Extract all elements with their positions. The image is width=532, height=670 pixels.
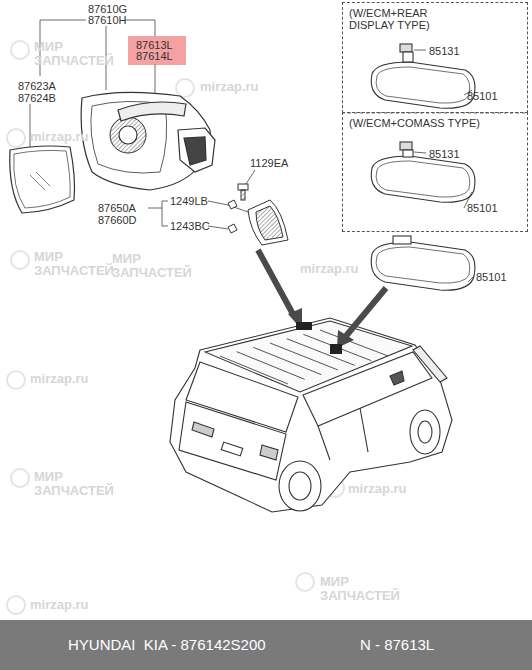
part-number: N - 87613L [360, 636, 434, 654]
watermark: МИР ЗАПЧАСТЕЙ [320, 575, 400, 603]
part-number: 85101 [467, 202, 498, 214]
part-number: 85131 [429, 45, 460, 57]
callout-number: 87660D [98, 214, 137, 226]
watermark: МИР ЗАПЧАСТЕЙ [34, 470, 114, 498]
option-heading: (W/ECM+COMASS TYPE) [349, 117, 480, 129]
callout-number: 85101 [476, 271, 507, 283]
rack-bar [303, 334, 371, 360]
option-box: (W/ECM+REAR DISPLAY TYPE) 85131 85101 [342, 2, 528, 113]
screw [238, 184, 248, 200]
callout-number: 87650A [98, 202, 136, 214]
part-number: 87613L [136, 39, 173, 51]
pointer-arrows [258, 250, 386, 354]
watermark: mirzap.ru [200, 80, 280, 94]
callout-number: 87610H [88, 14, 127, 26]
leader-lines [342, 50, 528, 282]
rack-bar [320, 330, 388, 356]
option-heading: (W/ECM+REAR DISPLAY TYPE) [349, 7, 469, 31]
rack-bar [270, 343, 338, 370]
inside-mirror [371, 44, 475, 290]
part-number: HYUNDAI KIA - 876142S200 [68, 636, 266, 654]
part-number: 85131 [429, 148, 460, 160]
option-box: (W/ECM+COMASS TYPE) 85131 85101 [342, 112, 528, 232]
watermark: mirzap.ru [300, 262, 380, 276]
callout-number: 87623A [18, 80, 56, 92]
callout-number: 87610G [88, 3, 127, 15]
callout-number: 1129EA [250, 157, 288, 169]
watermark: mirzap.ru [30, 372, 110, 386]
callout-number: 87624B [18, 92, 56, 104]
rack-bar [237, 352, 305, 380]
part-number: 85101 [467, 90, 498, 102]
rack-bar [220, 356, 288, 384]
callout-number: 1243BC [170, 220, 210, 232]
side-repeater-lamp [228, 200, 288, 245]
highlight-box: 87613L87614L [128, 36, 186, 65]
vehicle [170, 318, 452, 512]
watermark: mirzap.ru [30, 598, 110, 612]
roof-rack [220, 330, 388, 384]
watermark: МИР ЗАПЧАСТЕЙ [34, 250, 114, 278]
part-number: 87614L [136, 50, 173, 62]
watermark: МИР ЗАПЧАСТЕЙ [34, 40, 114, 68]
mirror-glass [10, 146, 75, 213]
watermark: МИР ЗАПЧАСТЕЙ [112, 252, 192, 280]
watermark: mirzap.ru [30, 130, 110, 144]
callout-number: 1249LB [170, 195, 208, 207]
mirror-housing [81, 92, 215, 190]
rack-bar [253, 347, 321, 374]
footer-band: HYUNDAI KIA - 876142S200 N - 87613L [0, 620, 532, 670]
watermark: mirzap.ru [348, 482, 428, 496]
